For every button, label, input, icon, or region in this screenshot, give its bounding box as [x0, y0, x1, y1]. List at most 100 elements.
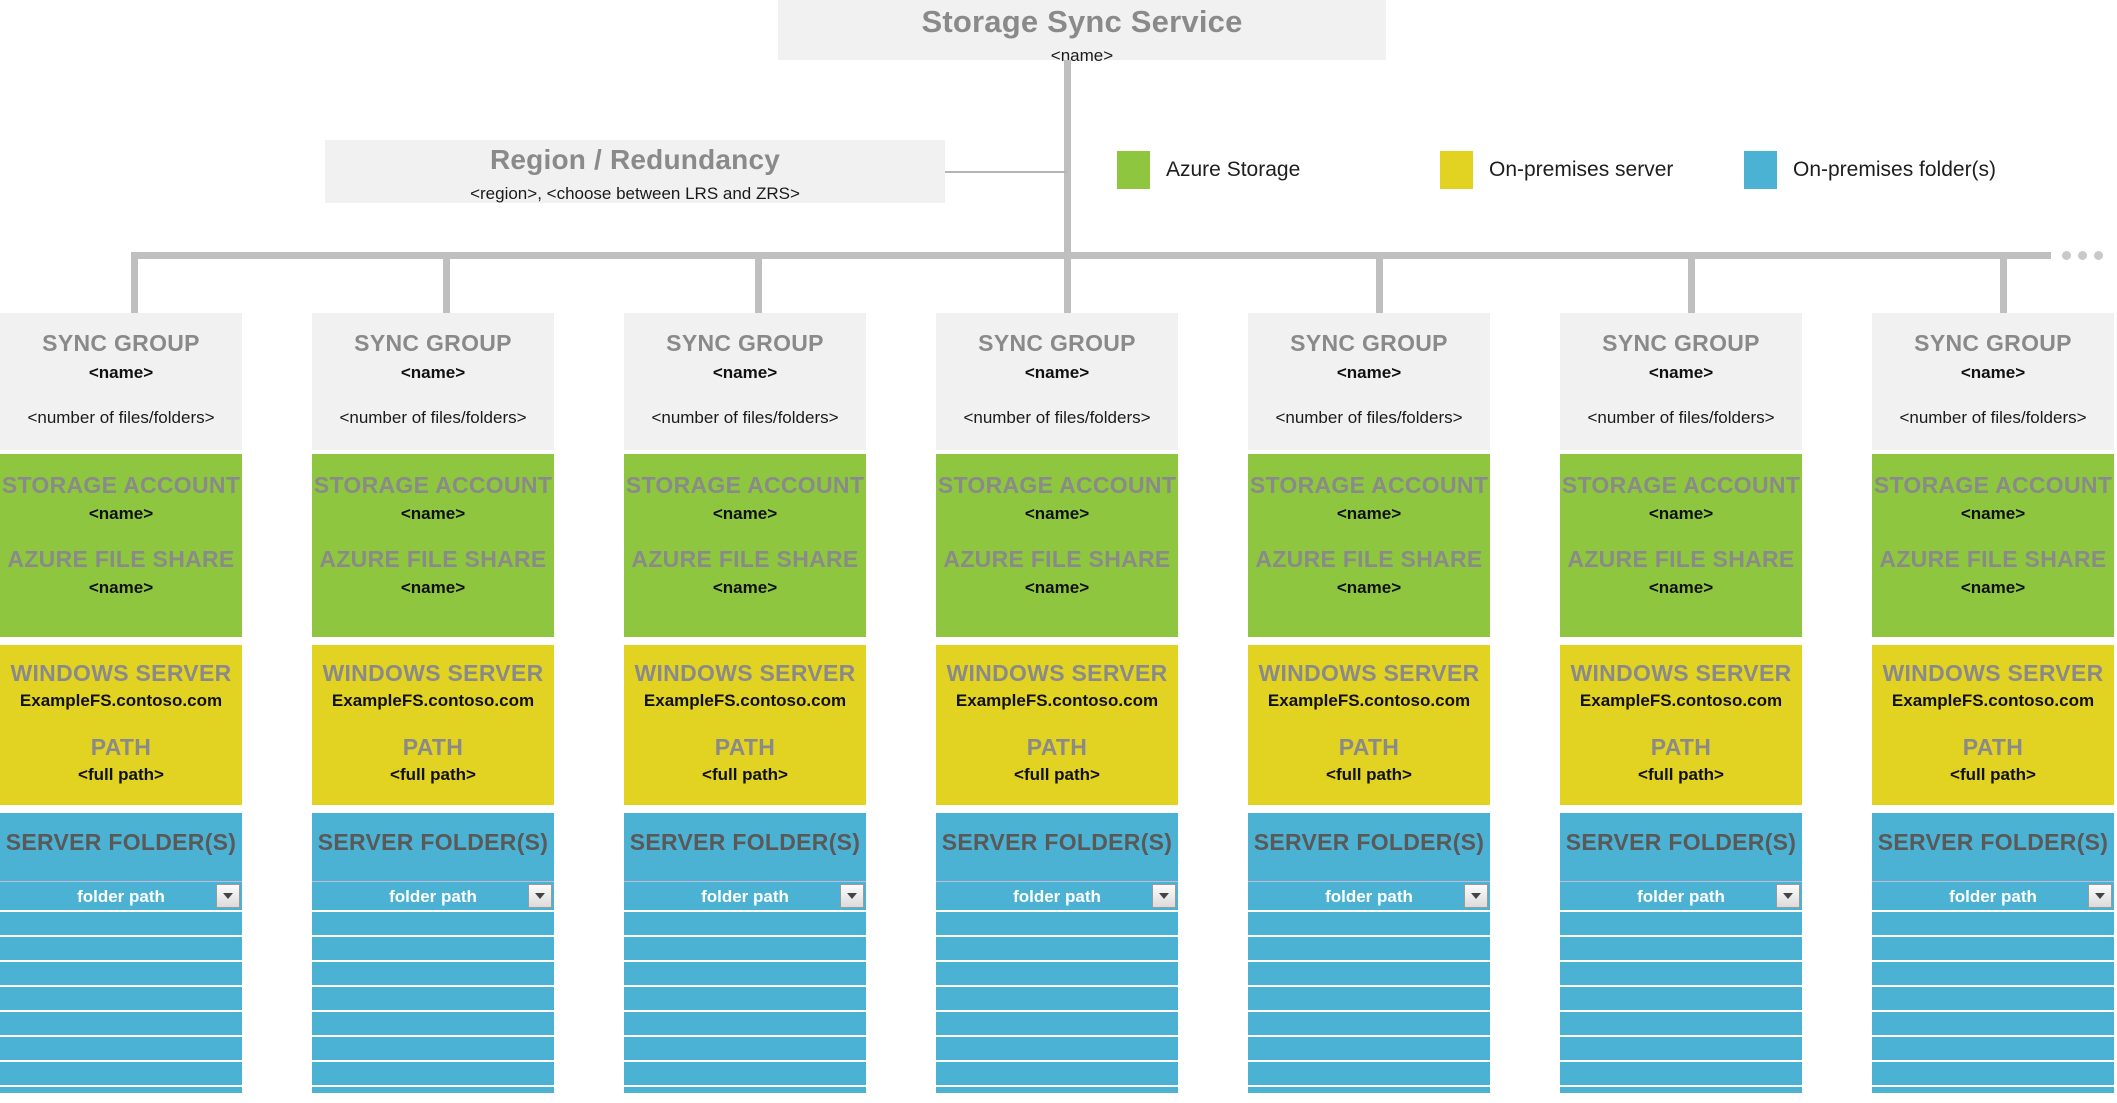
chevron-down-icon[interactable]: [216, 884, 240, 909]
folder-row[interactable]: [936, 1010, 1178, 1036]
sync-group-panel[interactable]: SYNC GROUP<name><number of files/folders…: [1248, 313, 1490, 450]
folder-row[interactable]: [1872, 935, 2114, 961]
folder-path-dropdown[interactable]: folder path: [936, 881, 1178, 910]
folder-row[interactable]: [624, 935, 866, 961]
folder-row[interactable]: [1872, 1060, 2114, 1086]
folder-row[interactable]: [1248, 1035, 1490, 1061]
server-folders-panel[interactable]: SERVER FOLDER(S)folder path: [312, 813, 554, 1093]
folder-row[interactable]: [0, 985, 242, 1011]
sync-group-panel[interactable]: SYNC GROUP<name><number of files/folders…: [1560, 313, 1802, 450]
sync-group-panel[interactable]: SYNC GROUP<name><number of files/folders…: [0, 313, 242, 450]
folder-row[interactable]: [624, 1060, 866, 1086]
folder-row[interactable]: [1560, 935, 1802, 961]
folder-row[interactable]: [1872, 1035, 2114, 1061]
folder-row[interactable]: [0, 935, 242, 961]
folder-row[interactable]: [0, 1010, 242, 1036]
server-folders-panel[interactable]: SERVER FOLDER(S)folder path: [1248, 813, 1490, 1093]
folder-row[interactable]: [0, 1085, 242, 1093]
folder-row[interactable]: [624, 910, 866, 936]
folder-row[interactable]: [1872, 985, 2114, 1011]
folder-row[interactable]: [936, 910, 1178, 936]
folder-path-dropdown[interactable]: folder path: [0, 881, 242, 910]
folder-row[interactable]: [312, 985, 554, 1011]
sync-group-panel[interactable]: SYNC GROUP<name><number of files/folders…: [624, 313, 866, 450]
folder-row[interactable]: [624, 985, 866, 1011]
folder-row[interactable]: [936, 1060, 1178, 1086]
folder-row[interactable]: [1872, 960, 2114, 986]
server-folders-panel[interactable]: SERVER FOLDER(S)folder path: [1872, 813, 2114, 1093]
folder-row[interactable]: [624, 1035, 866, 1061]
folder-row[interactable]: [312, 1060, 554, 1086]
folder-row[interactable]: [0, 1060, 242, 1086]
sync-group-panel[interactable]: SYNC GROUP<name><number of files/folders…: [312, 313, 554, 450]
folder-row[interactable]: [1248, 985, 1490, 1011]
folder-row[interactable]: [1248, 1085, 1490, 1093]
folder-path-dropdown[interactable]: folder path: [624, 881, 866, 910]
folder-row[interactable]: [1872, 1010, 2114, 1036]
server-folders-panel[interactable]: SERVER FOLDER(S)folder path: [624, 813, 866, 1093]
chevron-down-icon[interactable]: [2088, 884, 2112, 909]
folder-row[interactable]: [1872, 1085, 2114, 1093]
folder-path-dropdown[interactable]: folder path: [312, 881, 554, 910]
chevron-down-icon[interactable]: [1776, 884, 1800, 909]
folder-row[interactable]: [312, 910, 554, 936]
folder-row[interactable]: [624, 960, 866, 986]
azure-storage-panel[interactable]: STORAGE ACCOUNT<name>AZURE FILE SHARE<na…: [624, 454, 866, 637]
folder-row[interactable]: [312, 960, 554, 986]
folder-row[interactable]: [1248, 960, 1490, 986]
azure-storage-panel[interactable]: STORAGE ACCOUNT<name>AZURE FILE SHARE<na…: [0, 454, 242, 637]
server-folders-panel[interactable]: SERVER FOLDER(S)folder path: [936, 813, 1178, 1093]
azure-storage-panel[interactable]: STORAGE ACCOUNT<name>AZURE FILE SHARE<na…: [312, 454, 554, 637]
folder-row[interactable]: [1248, 1060, 1490, 1086]
folder-row[interactable]: [936, 985, 1178, 1011]
folder-row[interactable]: [1560, 1060, 1802, 1086]
folder-row[interactable]: [1560, 985, 1802, 1011]
folder-row[interactable]: [1872, 910, 2114, 936]
folder-row[interactable]: [936, 960, 1178, 986]
folder-row[interactable]: [936, 1085, 1178, 1093]
legend-label-on-premises-folders: On-premises folder(s): [1793, 158, 1997, 181]
folder-path-dropdown[interactable]: folder path: [1248, 881, 1490, 910]
chevron-down-icon[interactable]: [840, 884, 864, 909]
azure-storage-panel[interactable]: STORAGE ACCOUNT<name>AZURE FILE SHARE<na…: [936, 454, 1178, 637]
folder-row[interactable]: [1248, 910, 1490, 936]
folder-row[interactable]: [0, 1035, 242, 1061]
folder-row[interactable]: [312, 1035, 554, 1061]
folder-row[interactable]: [1560, 910, 1802, 936]
legend-label-azure-storage: Azure Storage: [1166, 158, 1301, 181]
server-folders-panel[interactable]: SERVER FOLDER(S)folder path: [0, 813, 242, 1093]
sync-group-panel[interactable]: SYNC GROUP<name><number of files/folders…: [1872, 313, 2114, 450]
chevron-down-icon[interactable]: [1152, 884, 1176, 909]
folder-row[interactable]: [936, 1035, 1178, 1061]
folder-row[interactable]: [1248, 1010, 1490, 1036]
folder-row[interactable]: [312, 1010, 554, 1036]
folder-row[interactable]: [1560, 960, 1802, 986]
folder-path-dropdown[interactable]: folder path: [1560, 881, 1802, 910]
folder-row[interactable]: [312, 935, 554, 961]
folder-row[interactable]: [1560, 1010, 1802, 1036]
azure-storage-panel[interactable]: STORAGE ACCOUNT<name>AZURE FILE SHARE<na…: [1560, 454, 1802, 637]
chevron-down-icon[interactable]: [528, 884, 552, 909]
folder-row[interactable]: [936, 935, 1178, 961]
folder-row[interactable]: [1560, 1035, 1802, 1061]
sync-group-panel[interactable]: SYNC GROUP<name><number of files/folders…: [936, 313, 1178, 450]
folder-row[interactable]: [1560, 1085, 1802, 1093]
folder-row[interactable]: [624, 1085, 866, 1093]
folder-row[interactable]: [1248, 935, 1490, 961]
azure-storage-panel[interactable]: STORAGE ACCOUNT<name>AZURE FILE SHARE<na…: [1248, 454, 1490, 637]
azure-storage-panel[interactable]: STORAGE ACCOUNT<name>AZURE FILE SHARE<na…: [1872, 454, 2114, 637]
folder-row[interactable]: [0, 910, 242, 936]
chevron-down-icon[interactable]: [1464, 884, 1488, 909]
server-folders-panel[interactable]: SERVER FOLDER(S)folder path: [1560, 813, 1802, 1093]
folder-row[interactable]: [312, 1085, 554, 1093]
folder-path-dropdown[interactable]: folder path: [1872, 881, 2114, 910]
folder-row[interactable]: [624, 1010, 866, 1036]
folder-row[interactable]: [0, 960, 242, 986]
